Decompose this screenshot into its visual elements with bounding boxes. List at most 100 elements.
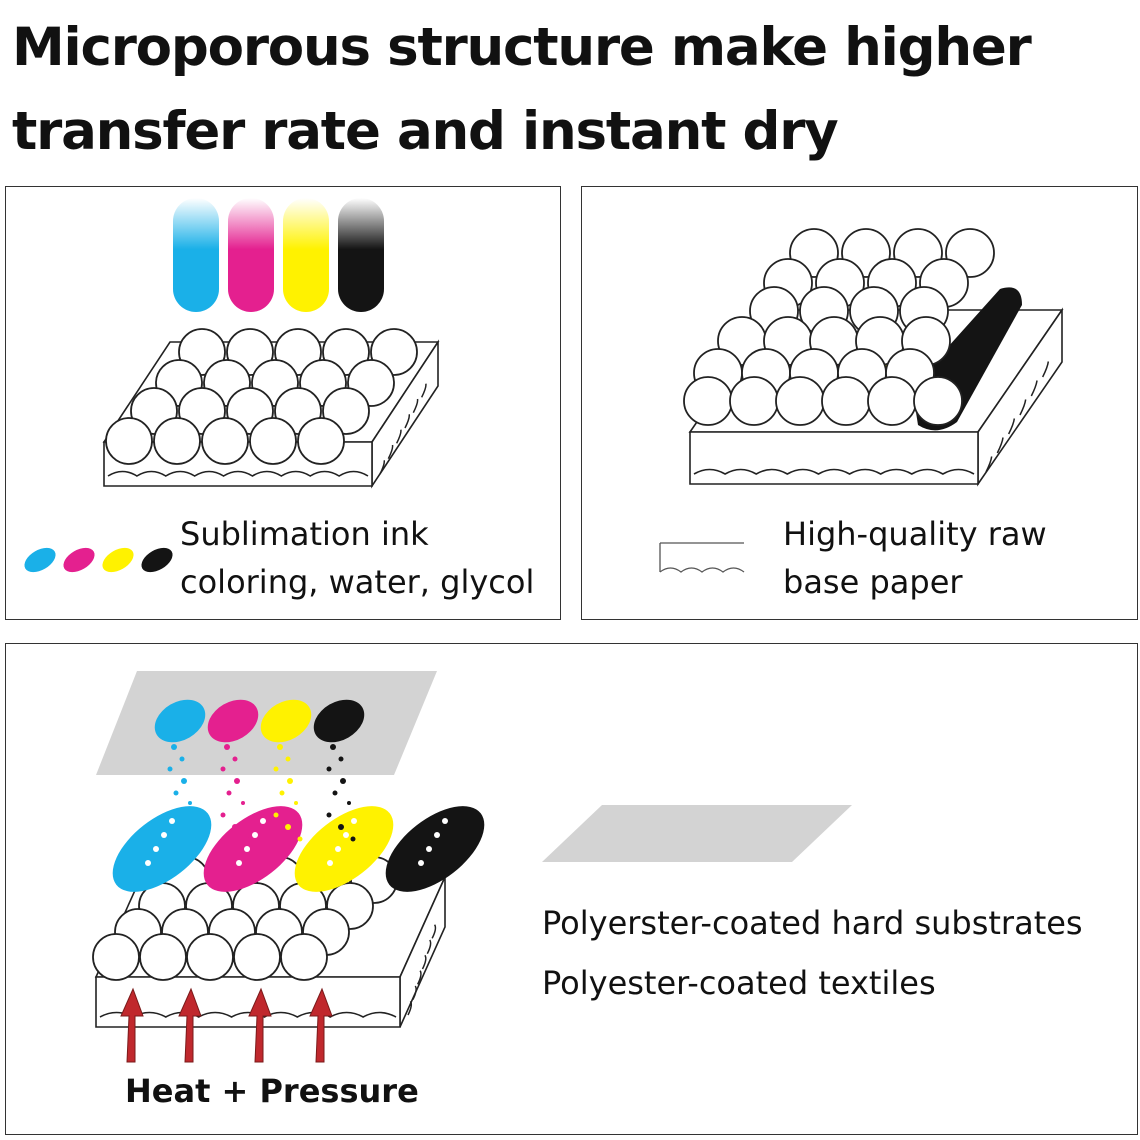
headline: Microporous structure make higher transf… — [12, 6, 1132, 174]
ink-stick-icon — [283, 198, 329, 312]
transfer-ink-particle — [234, 778, 240, 784]
paper-panel: High-quality raw base paper — [581, 186, 1138, 620]
ink-ball-r3-2 — [201, 417, 249, 465]
transfer-ink-particle — [285, 756, 291, 762]
ink-diagram — [24, 198, 440, 573]
ink-stick-icon — [338, 198, 384, 312]
transfer-ink-dot — [442, 818, 448, 824]
paper-ball-r5-1 — [729, 376, 779, 426]
substrate-line-1: Polyerster-coated hard substrates — [542, 904, 1083, 942]
heat-arrow-icon — [309, 987, 333, 1063]
ink-layer-front-wave — [107, 470, 369, 477]
ink-ball-r3-4 — [297, 417, 345, 465]
substrate-layer-front-wave — [99, 1011, 397, 1018]
heat-arrow-icon — [248, 987, 272, 1063]
transfer-ink-particle — [220, 766, 226, 772]
transfer-ink-particle — [294, 801, 298, 805]
transfer-ink-particle — [167, 812, 173, 818]
transfer-ink-particle — [181, 778, 187, 784]
transfer-ink-particle — [273, 766, 279, 772]
transfer-ink-particle — [332, 790, 338, 796]
transfer-ink-particle — [179, 824, 185, 830]
transfer-ink-particle — [277, 744, 283, 750]
transfer-ball-r3-1 — [139, 933, 187, 981]
paper-edge-icon — [659, 542, 745, 573]
transfer-ink-particle — [220, 812, 226, 818]
transfer-ink-particle — [285, 824, 291, 830]
paper-ball-r5-3 — [821, 376, 871, 426]
substrate-swatch — [542, 805, 852, 862]
transfer-ink-particle — [338, 824, 344, 830]
transfer-ink-particle — [171, 744, 177, 750]
transfer-ink-particle — [279, 790, 285, 796]
transfer-ink-particle — [340, 778, 346, 784]
transfer-ink-capsule — [385, 806, 485, 892]
transfer-ink-capsule — [112, 806, 212, 892]
ink-panel: Sublimation ink coloring, water, glycol — [5, 186, 561, 620]
transfer-sheet-drop — [260, 699, 312, 743]
ink-drop-icon — [141, 547, 173, 573]
transfer-ink-particle — [338, 756, 344, 762]
transfer-ink-particle — [241, 801, 245, 805]
transfer-ink-capsule — [203, 806, 303, 892]
transfer-ink-dot — [236, 860, 242, 866]
ink-caption-line-1: Sublimation ink — [180, 515, 429, 553]
transfer-ink-dot — [169, 818, 175, 824]
ink-drop-icon — [102, 547, 134, 573]
transfer-ink-capsule — [294, 806, 394, 892]
transfer-ink-dot — [153, 846, 159, 852]
headline-line-1: Microporous structure make higher — [12, 17, 1032, 78]
transfer-ink-dot — [260, 818, 266, 824]
transfer-ink-particle — [167, 766, 173, 772]
transfer-ink-dot — [418, 860, 424, 866]
transfer-ink-dot — [244, 846, 250, 852]
transfer-ink-dot — [343, 832, 349, 838]
substrate-layer-side-wave — [407, 924, 437, 1016]
transfer-ink-dot — [426, 846, 432, 852]
paper-caption-line-1: High-quality raw — [783, 515, 1047, 553]
transfer-ink-particle — [191, 836, 197, 842]
transfer-ink-dot — [145, 860, 151, 866]
paper-caption-line-2: base paper — [783, 563, 963, 601]
transfer-panel: Polyerster-coated hard substrates Polyes… — [5, 643, 1138, 1135]
transfer-ink-particle — [326, 812, 332, 818]
transfer-ball-r3-2 — [186, 933, 234, 981]
transfer-ink-dot — [252, 832, 258, 838]
heat-pressure-label: Heat + Pressure — [125, 1072, 419, 1110]
transfer-ink-particle — [350, 836, 356, 842]
headline-line-2: transfer rate and instant dry — [12, 101, 839, 162]
transfer-ink-dot — [434, 832, 440, 838]
transfer-ink-particle — [226, 790, 232, 796]
ink-drop-icon — [24, 547, 56, 573]
transfer-ball-r3-4 — [280, 933, 328, 981]
transfer-ink-particle — [232, 824, 238, 830]
transfer-sheet-drop — [207, 699, 259, 743]
transfer-ink-particle — [330, 744, 336, 750]
transfer-ink-dot — [327, 860, 333, 866]
ink-stick-icon — [228, 198, 274, 312]
transfer-ink-dot — [335, 846, 341, 852]
transfer-ink-dot — [351, 818, 357, 824]
transfer-ball-r3-3 — [233, 933, 281, 981]
heat-arrow-icon — [120, 987, 144, 1063]
paper-layer-front — [689, 431, 979, 485]
transfer-ink-particle — [347, 801, 351, 805]
ink-layer-side-wave — [379, 383, 427, 475]
paper-ball-r5-0 — [683, 376, 733, 426]
ink-ball-r3-1 — [153, 417, 201, 465]
transfer-ink-dot — [161, 832, 167, 838]
transfer-ink-particle — [326, 766, 332, 772]
substrate-caption: Polyerster-coated hard substrates Polyes… — [542, 893, 1083, 1013]
ink-caption-line-2: coloring, water, glycol — [180, 563, 535, 601]
paper-ball-r5-4 — [867, 376, 917, 426]
transfer-ball-r3-0 — [92, 933, 140, 981]
paper-layer-front-wave — [693, 468, 975, 475]
substrate-line-2: Polyester-coated textiles — [542, 964, 936, 1002]
substrate-layer-front — [95, 976, 401, 1028]
paper-ball-r5-5 — [913, 376, 963, 426]
transfer-ink-particle — [179, 756, 185, 762]
ink-stick-icon — [173, 198, 219, 312]
transfer-diagram — [92, 671, 852, 1063]
transfer-ink-particle — [287, 778, 293, 784]
paper-layer-side-wave — [985, 361, 1050, 473]
